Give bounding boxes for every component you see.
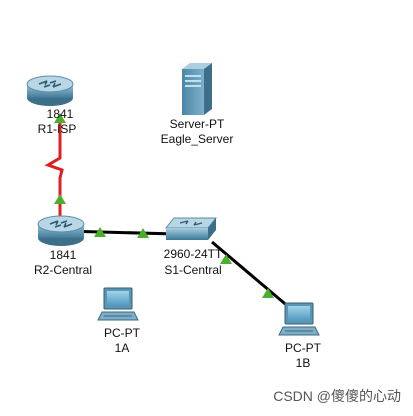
link-status-r2-serial-up-icon bbox=[54, 194, 66, 204]
r1-name-label: R1-ISP bbox=[37, 122, 77, 136]
link-status-1b-up-icon bbox=[262, 288, 274, 298]
ethernet-link-s1-1b[interactable] bbox=[211, 240, 291, 310]
link-status-r1-up-icon bbox=[54, 113, 66, 123]
r1-model-label: 1841 bbox=[46, 107, 74, 121]
link-status-r2-fa-up-icon bbox=[94, 227, 106, 237]
pc1a-name-label: 1A bbox=[114, 341, 130, 355]
switch-name-label: S1-Central bbox=[164, 263, 222, 277]
switch-model-label: 2960-24TT bbox=[163, 247, 223, 261]
r2-name-label: R2-Central bbox=[33, 263, 93, 277]
pc1b-model-label: PC-PT bbox=[285, 341, 321, 355]
r2-model-label: 1841 bbox=[49, 248, 77, 262]
switch-s1-central-icon[interactable] bbox=[164, 217, 218, 240]
server-icon[interactable] bbox=[182, 63, 212, 115]
watermark: CSDN @傻傻的心动 bbox=[273, 388, 401, 404]
link-status-s1-fa-up-icon bbox=[137, 228, 149, 238]
pc-1a-icon[interactable] bbox=[97, 287, 139, 321]
server-model-label: Server-PT bbox=[169, 117, 225, 131]
pc-1b-icon[interactable] bbox=[278, 302, 320, 336]
serial-link-r1-r2[interactable] bbox=[44, 120, 64, 222]
router-r1-isp-icon[interactable] bbox=[26, 75, 74, 106]
server-name-label: Eagle_Server bbox=[160, 132, 234, 146]
router-r2-central-icon[interactable] bbox=[37, 215, 85, 246]
pc1a-model-label: PC-PT bbox=[104, 326, 140, 340]
link-status-s1-fa2-up-icon bbox=[220, 254, 232, 264]
pc1b-name-label: 1B bbox=[295, 356, 311, 370]
